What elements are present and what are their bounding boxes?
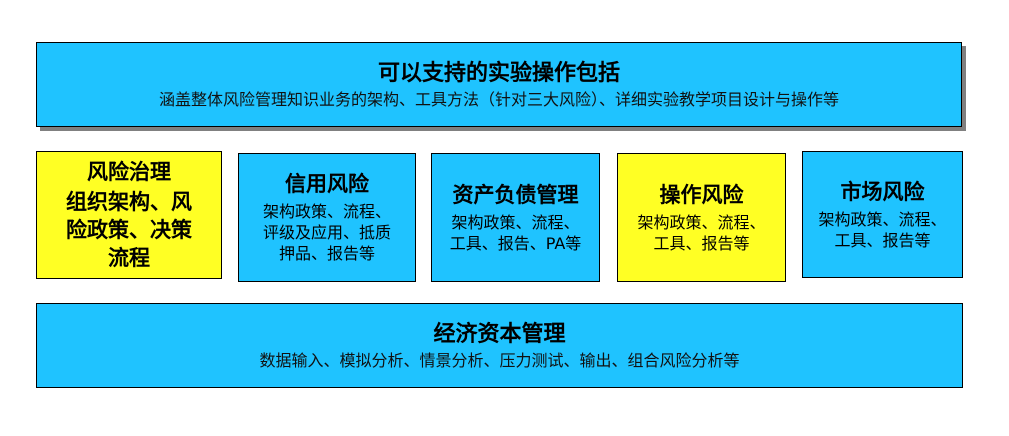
bottom-banner-subtitle: 数据输入、模拟分析、情景分析、压力测试、输出、组合风险分析等 — [259, 350, 740, 370]
card-title: 信用风险 — [285, 172, 369, 196]
card-body: 架构政策、流程、 工具、报告等 — [818, 209, 947, 250]
card-body: 架构政策、流程、 工具、报告等 — [637, 212, 766, 253]
card-credit-risk: 信用风险 架构政策、流程、 评级及应用、抵质 押品、报告等 — [238, 153, 416, 282]
card-risk-governance: 风险治理 组织架构、风 险政策、决策 流程 — [36, 151, 222, 279]
card-market-risk: 市场风险 架构政策、流程、 工具、报告等 — [802, 151, 963, 278]
card-body: 架构政策、流程、 工具、报告、PA等 — [449, 212, 582, 253]
card-body: 组织架构、风 险政策、决策 流程 — [66, 190, 192, 270]
bottom-banner-title: 经济资本管理 — [433, 321, 566, 347]
top-banner-subtitle: 涵盖整体风险管理知识业务的架构、工具方法（针对三大风险）、详细实验教学项目设计与… — [158, 89, 839, 109]
card-title: 风险治理 — [87, 160, 171, 184]
top-banner-title: 可以支持的实验操作包括 — [377, 60, 620, 86]
card-alm: 资产负债管理 架构政策、流程、 工具、报告、PA等 — [431, 153, 600, 282]
card-operational-risk: 操作风险 架构政策、流程、 工具、报告等 — [617, 153, 786, 282]
card-title: 资产负债管理 — [452, 182, 579, 207]
card-title: 市场风险 — [840, 179, 925, 204]
bottom-banner: 经济资本管理 数据输入、模拟分析、情景分析、压力测试、输出、组合风险分析等 — [36, 303, 963, 388]
card-body: 架构政策、流程、 评级及应用、抵质 押品、报告等 — [262, 202, 391, 263]
top-banner: 可以支持的实验操作包括 涵盖整体风险管理知识业务的架构、工具方法（针对三大风险）… — [36, 42, 962, 127]
card-title: 操作风险 — [659, 182, 744, 207]
